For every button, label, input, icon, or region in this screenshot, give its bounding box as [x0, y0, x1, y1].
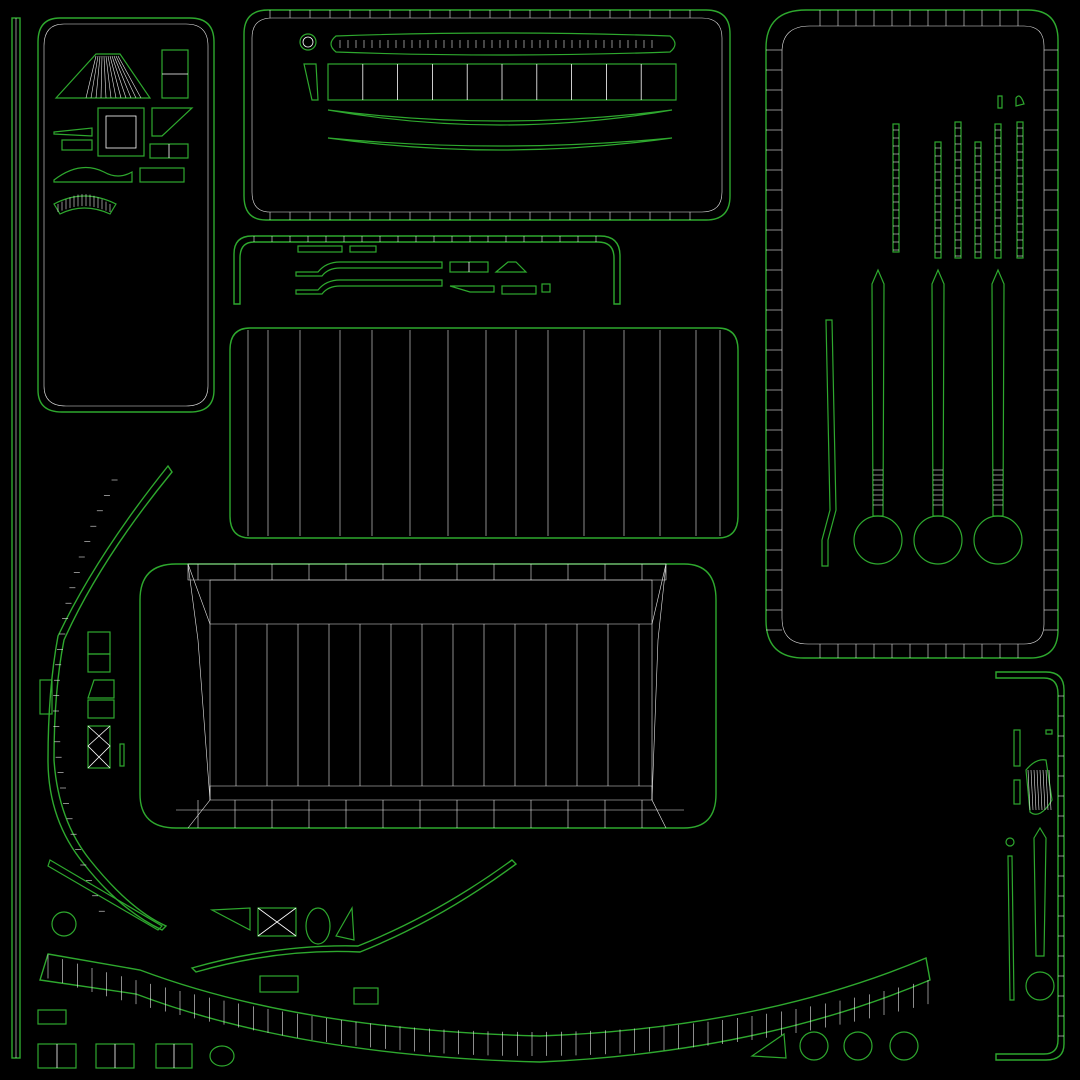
- left-edge-strip: [11, 17, 21, 1059]
- bottom-curved-strip: [39, 859, 931, 1063]
- top-left-rounded-panel: [37, 17, 215, 413]
- upper-ribbed-box: [229, 327, 739, 539]
- right-tall-rounded-panel: [765, 9, 1059, 659]
- left-curved-strip: [39, 464, 173, 931]
- lower-ribbed-box: [139, 563, 717, 829]
- top-center-rounded-panel: [243, 9, 731, 221]
- small-part-islands: [37, 905, 919, 1069]
- bottom-right-panel: [995, 671, 1065, 1061]
- middle-small-panel: [233, 235, 621, 305]
